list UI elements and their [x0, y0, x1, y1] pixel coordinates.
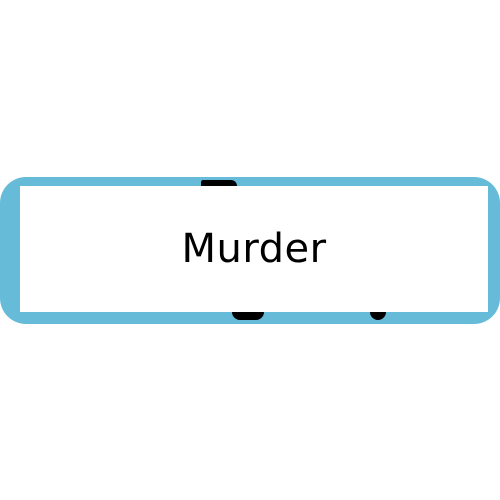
clipped-glyph-fragment-top — [201, 180, 237, 186]
tag-body[interactable] — [20, 186, 488, 312]
tag-label-text: Murder — [181, 226, 327, 272]
tag-label: Murder — [20, 186, 488, 312]
clipped-glyph-fragment-bottom-left — [232, 312, 264, 320]
clipped-glyph-fragment-bottom-right — [370, 312, 386, 320]
